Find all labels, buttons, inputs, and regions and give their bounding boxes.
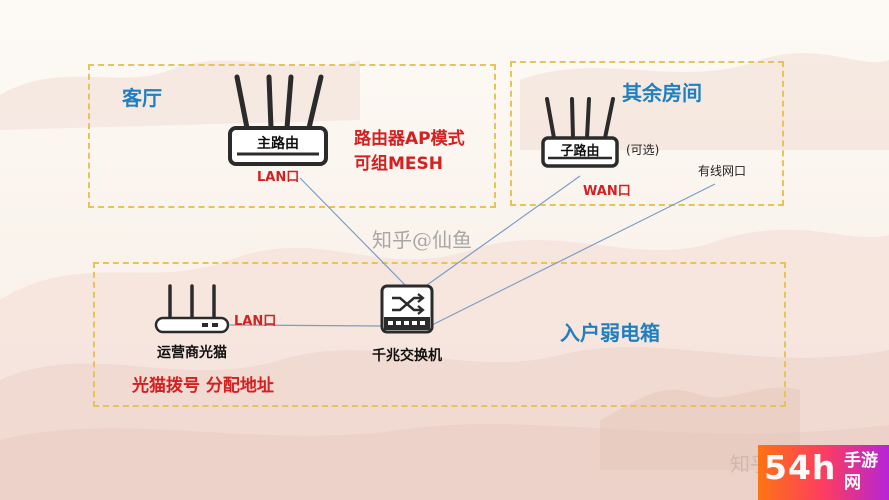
main-router-icon [228,74,328,166]
zone-other-rooms [510,61,784,206]
wire-sub-router-switch [419,175,581,291]
zone-title-entry-box: 入户弱电箱 [560,321,660,345]
wired-port-label: 有线网口 [698,164,747,178]
modem-icon [154,284,230,334]
sub-router-port-label: WAN口 [583,184,631,199]
watermark-center: 知乎@仙鱼 [372,228,472,252]
wire-wired-port-switch [431,183,716,326]
wire-modem-switch [229,324,383,327]
zone-title-other-rooms: 其余房间 [622,81,702,105]
switch-icon [380,284,434,334]
modem-mode-note: 光猫拨号 分配地址 [132,376,274,396]
site-logo: 54h 手游网 [758,445,889,500]
switch-label: 千兆交换机 [372,348,442,364]
modem-port-label: LAN口 [234,314,277,329]
zone-title-living-room: 客厅 [122,86,162,110]
main-router-label: 主路由 [257,136,299,152]
zone-entry-box [93,262,786,407]
modem-label: 运营商光猫 [157,345,227,361]
main-router-port-label: LAN口 [257,170,300,185]
router-mode-note-line2: 可组MESH [354,154,444,174]
wire-main-router-switch [299,177,411,291]
router-mode-note-line1: 路由器AP模式 [354,129,465,149]
zone-living-room [88,64,496,208]
sub-router-icon [541,97,619,168]
site-logo-text: 手游网 [844,451,878,493]
sub-router-optional-note: (可选) [626,143,660,157]
sub-router-label: 子路由 [560,144,600,159]
site-logo-mark: 54h [764,448,837,487]
